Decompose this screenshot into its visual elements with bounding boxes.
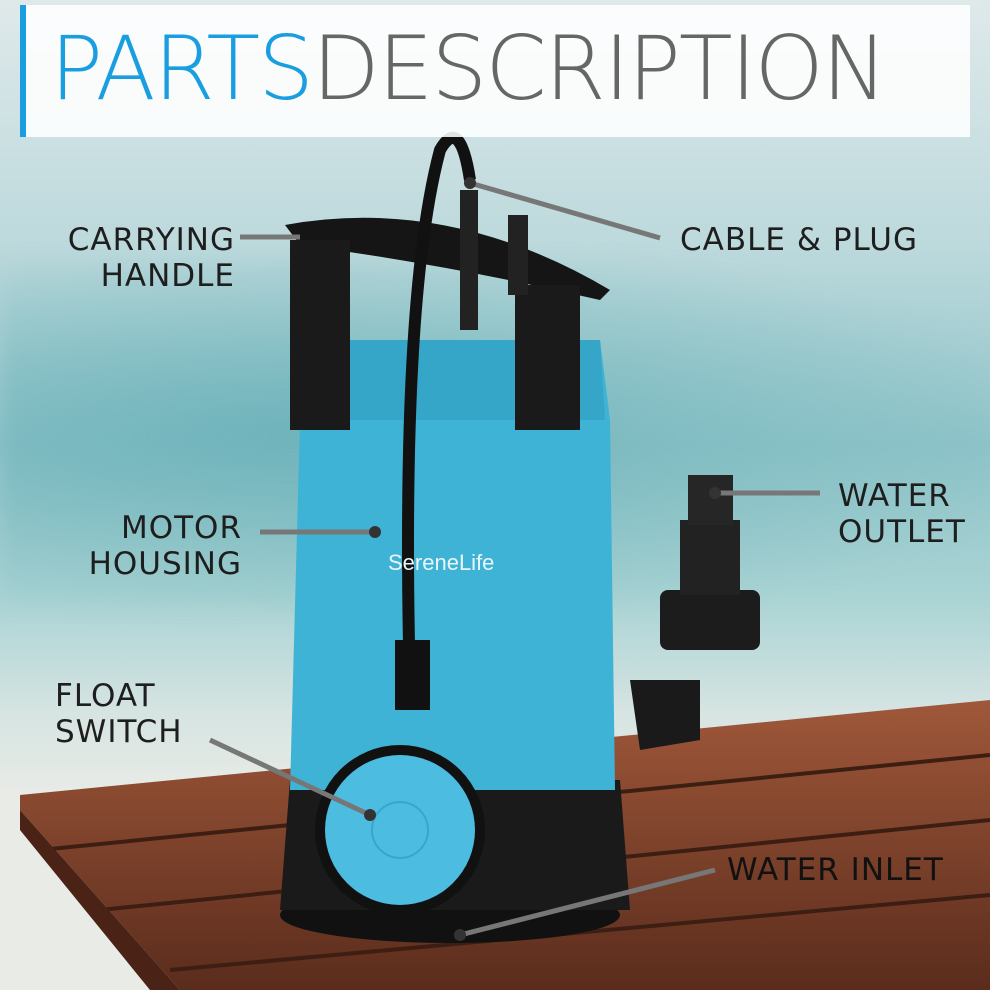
callout-cable-plug	[469, 180, 661, 241]
callout-float-switch	[208, 737, 372, 818]
cable	[402, 132, 476, 691]
label-water-inlet: WATER INLET	[727, 852, 944, 888]
label-motor-housing: MOTOR HOUSING	[88, 510, 242, 582]
brand-logo: SereneLife	[388, 550, 494, 575]
label-float-switch: FLOAT SWITCH	[55, 678, 183, 750]
carrying-handle	[285, 217, 610, 300]
outlet-elbow	[630, 680, 700, 750]
page-title: PARTSDESCRIPTION	[50, 17, 888, 120]
label-carrying-handle: CARRYING HANDLE	[67, 222, 235, 294]
label-water-outlet: WATER OUTLET	[838, 478, 966, 550]
label-cable-plug: CABLE & PLUG	[680, 222, 918, 258]
accent-bar	[20, 5, 26, 137]
outlet-nut	[660, 590, 760, 650]
motor-housing	[290, 340, 615, 790]
outlet-nozzle	[688, 475, 733, 525]
header-banner: PARTSDESCRIPTION	[20, 5, 970, 137]
callout-water-inlet	[459, 867, 716, 938]
